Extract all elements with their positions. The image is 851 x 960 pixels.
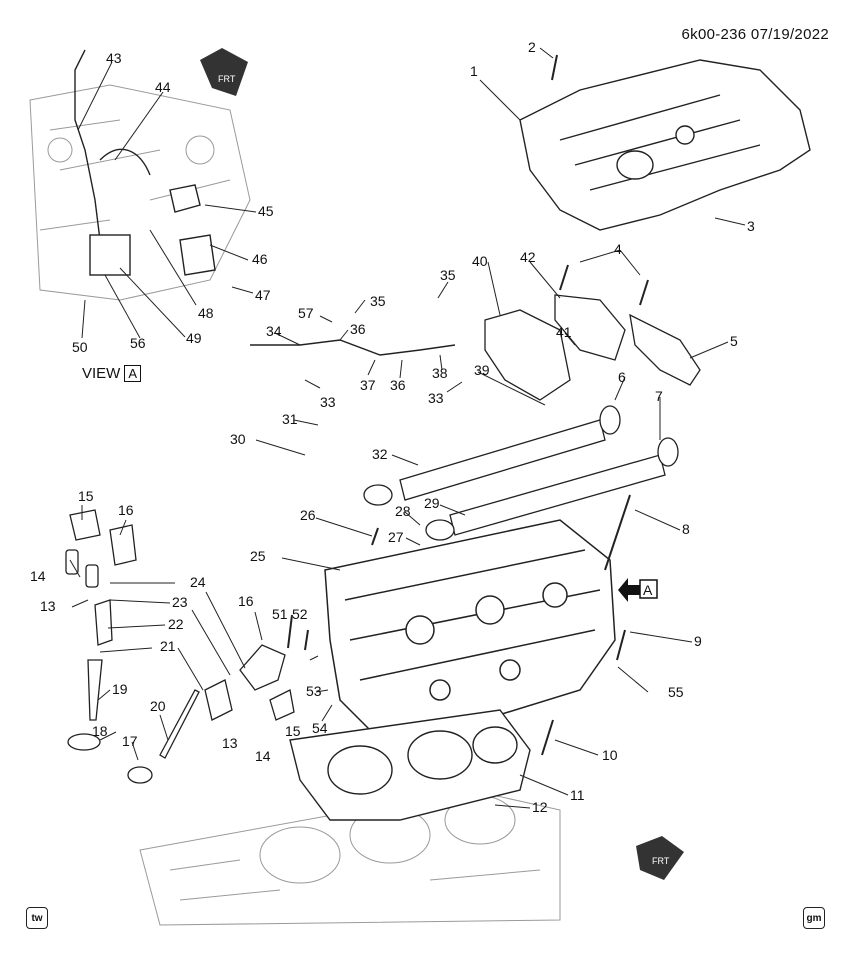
callout-23: 23 bbox=[172, 594, 188, 610]
callout-39: 39 bbox=[474, 362, 490, 378]
callout-43: 43 bbox=[106, 50, 122, 66]
view-a-pointer-arrow: A bbox=[618, 578, 658, 602]
bolts bbox=[287, 54, 649, 756]
callout-48: 48 bbox=[198, 305, 214, 321]
callout-28: 28 bbox=[395, 503, 411, 519]
callout-1: 1 bbox=[470, 63, 478, 79]
callout-6: 6 bbox=[618, 369, 626, 385]
callout-15-2: 15 bbox=[285, 723, 301, 739]
callout-32: 32 bbox=[372, 446, 388, 462]
callout-52: 52 bbox=[292, 606, 308, 622]
callout-labels: 1234567891011121313141415151616171819202… bbox=[30, 39, 755, 815]
fuel-pump-and-lines bbox=[74, 49, 456, 356]
tw-badge-icon: tw bbox=[26, 907, 48, 929]
callout-34: 34 bbox=[266, 323, 282, 339]
callout-40: 40 bbox=[472, 253, 488, 269]
diagram-date: 07/19/2022 bbox=[750, 26, 829, 43]
callout-50: 50 bbox=[72, 339, 88, 355]
callout-18: 18 bbox=[92, 723, 108, 739]
callout-10: 10 bbox=[602, 747, 618, 763]
callout-17: 17 bbox=[122, 733, 138, 749]
callout-8: 8 bbox=[682, 521, 690, 537]
callout-16-2: 16 bbox=[238, 593, 254, 609]
callout-56: 56 bbox=[130, 335, 146, 351]
view-a-pointer-letter: A bbox=[643, 582, 653, 598]
callout-33-2: 33 bbox=[428, 390, 444, 406]
callout-37: 37 bbox=[360, 377, 376, 393]
callout-36-2: 36 bbox=[390, 377, 406, 393]
engine-view-a-ghost bbox=[29, 84, 251, 301]
callout-30: 30 bbox=[230, 431, 246, 447]
diagram-header: 6k00-236 07/19/2022 bbox=[682, 26, 830, 43]
leader-lines bbox=[69, 47, 746, 809]
gm-badge-icon: gm bbox=[803, 907, 825, 929]
camshaft-bearing-caps bbox=[484, 294, 701, 401]
front-arrow-icon-bottom: FRT bbox=[636, 836, 684, 880]
valve-train-parts bbox=[65, 509, 295, 784]
callout-27: 27 bbox=[388, 529, 404, 545]
callout-42: 42 bbox=[520, 249, 536, 265]
view-label-letter: A bbox=[124, 365, 142, 382]
callout-29: 29 bbox=[424, 495, 440, 511]
head-gasket-part bbox=[289, 709, 531, 821]
callout-19: 19 bbox=[112, 681, 128, 697]
callout-24: 24 bbox=[190, 574, 206, 590]
callout-46: 46 bbox=[252, 251, 268, 267]
callout-49: 49 bbox=[186, 330, 202, 346]
callout-33: 33 bbox=[320, 394, 336, 410]
front-arrow-label-top: FRT bbox=[218, 74, 236, 84]
callout-57: 57 bbox=[298, 305, 314, 321]
callout-20: 20 bbox=[150, 698, 166, 714]
callout-13-2: 13 bbox=[222, 735, 238, 751]
callout-2: 2 bbox=[528, 39, 536, 55]
callout-7: 7 bbox=[655, 388, 663, 404]
callout-31: 31 bbox=[282, 411, 298, 427]
callout-14: 14 bbox=[30, 568, 46, 584]
callout-11: 11 bbox=[570, 787, 585, 803]
callout-12: 12 bbox=[532, 799, 548, 815]
callout-14-2: 14 bbox=[255, 748, 271, 764]
intake-manifold-part bbox=[519, 59, 811, 231]
callout-54: 54 bbox=[312, 720, 328, 736]
callout-47: 47 bbox=[255, 287, 271, 303]
callout-53: 53 bbox=[306, 683, 322, 699]
view-a-label: VIEW A bbox=[82, 365, 142, 382]
callout-26: 26 bbox=[300, 507, 316, 523]
callout-45: 45 bbox=[258, 203, 274, 219]
callout-38: 38 bbox=[432, 365, 448, 381]
front-arrow-label-bottom: FRT bbox=[652, 856, 670, 866]
diagram-code: 6k00-236 bbox=[681, 26, 747, 43]
callout-35: 35 bbox=[370, 293, 386, 309]
callout-36: 36 bbox=[350, 321, 366, 337]
camshafts bbox=[363, 405, 679, 541]
callout-13: 13 bbox=[40, 598, 56, 614]
callout-9: 9 bbox=[694, 633, 702, 649]
callout-35-2: 35 bbox=[440, 267, 456, 283]
callout-55: 55 bbox=[668, 684, 684, 700]
callout-51: 51 bbox=[272, 606, 288, 622]
callout-44: 44 bbox=[155, 79, 171, 95]
callout-25: 25 bbox=[250, 548, 266, 564]
cylinder-head-part bbox=[324, 519, 616, 741]
callout-16: 16 bbox=[118, 502, 134, 518]
view-label-prefix: VIEW bbox=[82, 365, 121, 382]
callout-5: 5 bbox=[730, 333, 738, 349]
callout-21: 21 bbox=[160, 638, 176, 654]
callout-15: 15 bbox=[78, 488, 94, 504]
callout-4: 4 bbox=[614, 241, 622, 257]
front-arrow-icon: FRT bbox=[200, 48, 248, 96]
callout-41: 41 bbox=[556, 324, 572, 340]
callout-22: 22 bbox=[168, 616, 184, 632]
callout-3: 3 bbox=[747, 218, 755, 234]
